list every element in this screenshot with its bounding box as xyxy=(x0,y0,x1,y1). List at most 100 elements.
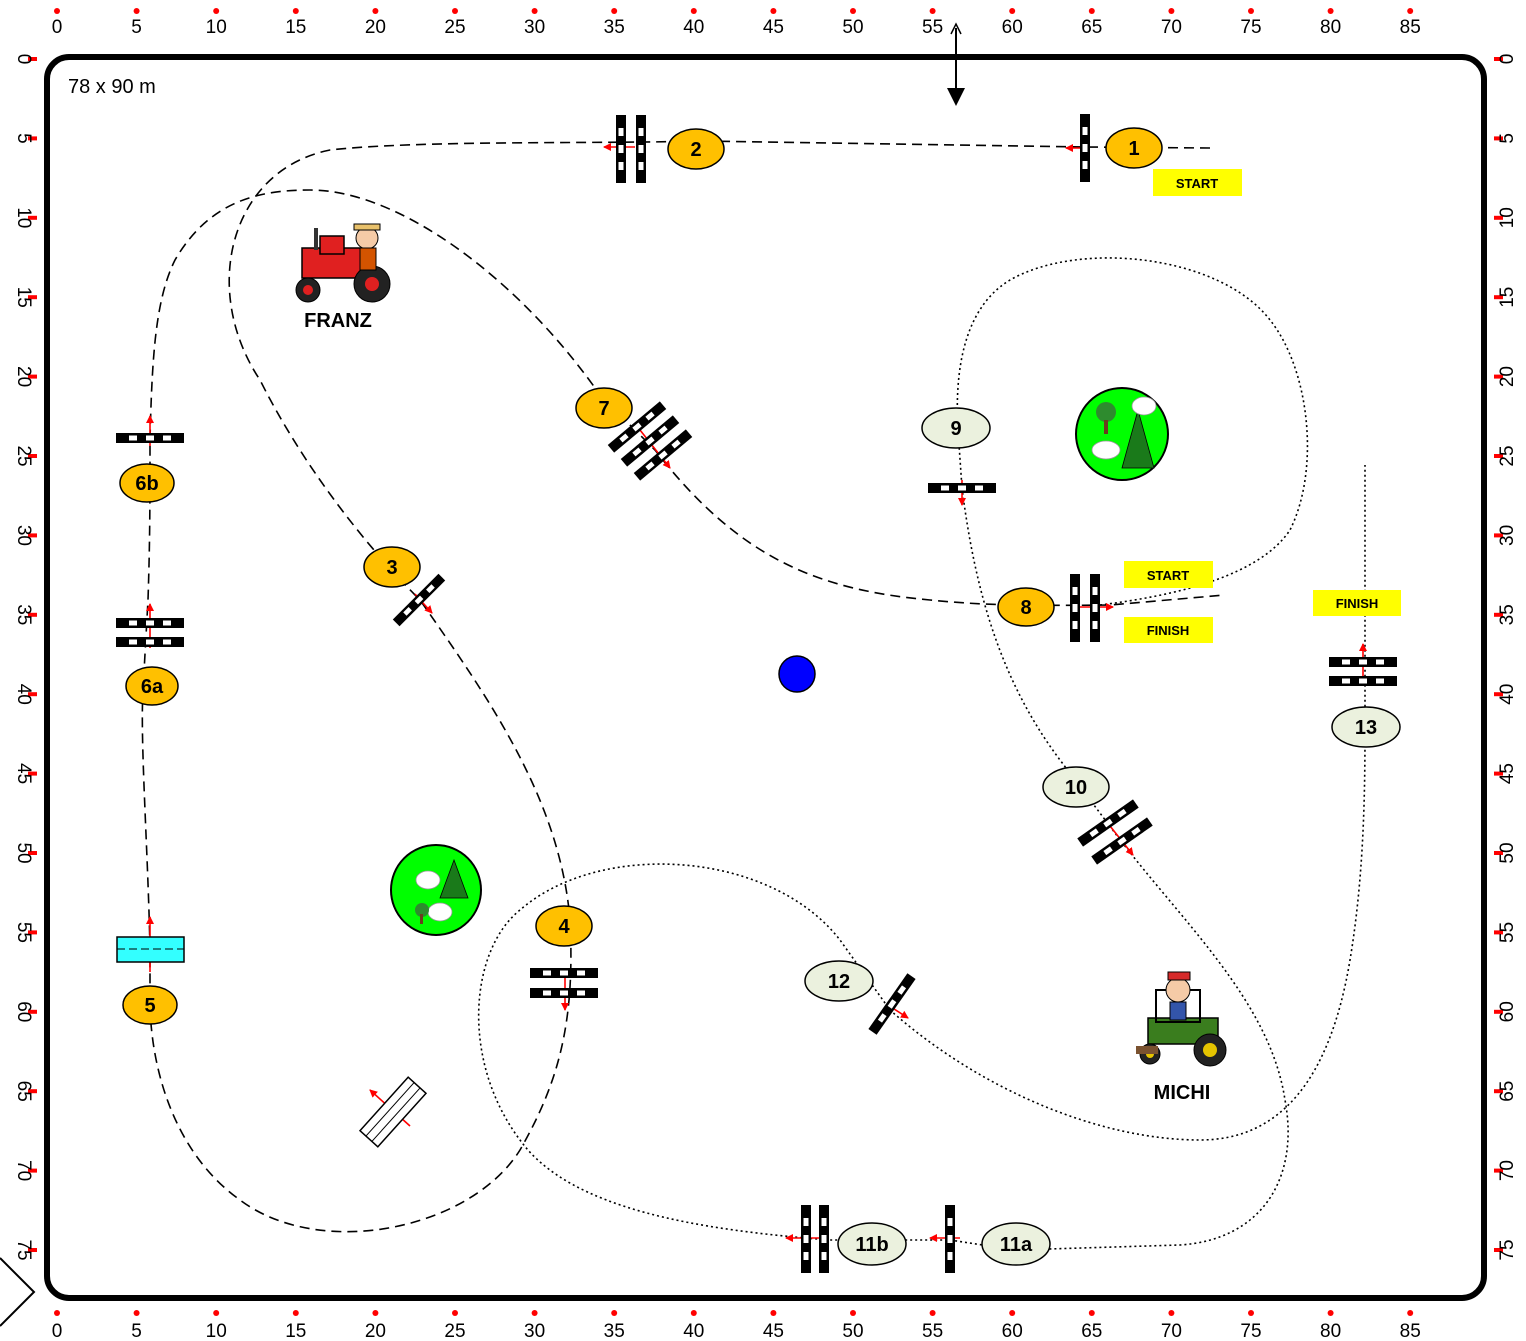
ruler-tick: 5 xyxy=(131,1310,142,1341)
finish-tag-franz: FINISH xyxy=(1124,617,1213,643)
ruler-tick-label: 70 xyxy=(1161,17,1182,38)
ruler-tick: 65 xyxy=(1081,1310,1102,1341)
ruler-tick: 30 xyxy=(524,1310,545,1341)
ruler-tick: 35 xyxy=(604,8,625,38)
ruler-tick: 55 xyxy=(922,8,943,38)
ruler-tick-label: 40 xyxy=(683,1321,704,1341)
jump-1 xyxy=(1080,114,1090,182)
ruler-tick: 0 xyxy=(13,54,37,64)
ruler-tick-label: 35 xyxy=(1497,604,1518,625)
ruler-tick-label: 15 xyxy=(285,17,306,38)
ruler-tick-label: 60 xyxy=(1497,1001,1518,1022)
ruler-tick: 0 xyxy=(1494,54,1518,64)
ruler-tick: 45 xyxy=(13,763,37,784)
obstacle-label: 13 xyxy=(1355,717,1377,739)
obstacle-marker-11a: 11a xyxy=(981,1222,1051,1266)
ruler-tick-label: 40 xyxy=(683,17,704,38)
ruler-tick-label: 15 xyxy=(13,287,34,308)
ruler-tick: 45 xyxy=(1494,763,1518,784)
ruler-tick: 35 xyxy=(1494,604,1518,625)
ruler-tick: 65 xyxy=(1081,8,1102,38)
ruler-tick-label: 20 xyxy=(1497,366,1518,387)
ruler-tick-label: 70 xyxy=(1497,1160,1518,1181)
ruler-tick: 20 xyxy=(13,366,37,387)
ruler-tick-label: 0 xyxy=(52,17,63,38)
ruler-tick: 50 xyxy=(842,1310,864,1341)
ruler-tick: 10 xyxy=(1494,207,1518,228)
ruler-tick-label: 50 xyxy=(1497,842,1518,863)
jump-11a xyxy=(945,1205,955,1273)
ruler-tick: 60 xyxy=(1002,1310,1023,1341)
ruler-tick: 30 xyxy=(524,8,545,38)
ruler-tick: 70 xyxy=(1161,8,1182,38)
start-tag-michi: START xyxy=(1124,561,1213,588)
ruler-tick-label: 45 xyxy=(1497,763,1518,784)
ruler-tick-label: 65 xyxy=(13,1081,34,1102)
ruler-tick-label: 65 xyxy=(1081,1321,1102,1341)
driver-name-franz: FRANZ xyxy=(304,310,372,332)
ruler-tick-label: 25 xyxy=(444,17,465,38)
jump-9 xyxy=(928,483,996,493)
ruler-tick: 60 xyxy=(1002,8,1023,38)
obstacle-label: 11a xyxy=(1000,1234,1033,1256)
ruler-tick-label: 35 xyxy=(604,17,625,38)
obstacle-marker-10: 10 xyxy=(1042,766,1110,808)
ruler-tick: 50 xyxy=(842,8,864,38)
ruler-tick-label: 15 xyxy=(1497,287,1518,308)
red-tractor-icon xyxy=(295,223,391,303)
ruler-tick: 35 xyxy=(13,604,37,625)
svg-text:FINISH: FINISH xyxy=(1336,596,1379,611)
obstacle-marker-7: 7 xyxy=(575,387,633,429)
ruler-tick-label: 55 xyxy=(922,17,943,38)
ruler-tick: 60 xyxy=(1494,1001,1518,1022)
ruler-tick-label: 40 xyxy=(13,684,34,705)
obstacle-label: 6b xyxy=(135,473,158,495)
ruler-tick-label: 10 xyxy=(206,17,227,38)
jump-6b xyxy=(116,433,184,443)
ruler-tick: 20 xyxy=(1494,366,1518,387)
ruler-tick: 75 xyxy=(1494,1239,1518,1261)
green-tractor-icon xyxy=(1136,971,1227,1067)
ruler-tick: 75 xyxy=(13,1239,37,1261)
ruler-tick: 5 xyxy=(131,8,142,38)
obstacle-marker-6a: 6a xyxy=(125,666,179,706)
ruler-tick: 70 xyxy=(13,1160,37,1181)
ruler-tick-label: 5 xyxy=(1497,133,1518,144)
ruler-tick: 40 xyxy=(683,8,704,38)
obstacle-marker-11b: 11b xyxy=(837,1222,907,1266)
obstacle-marker-3: 3 xyxy=(363,546,421,588)
ruler-tick-label: 75 xyxy=(13,1239,34,1260)
driver-name-michi: MICHI xyxy=(1154,1082,1211,1104)
ruler-tick: 55 xyxy=(13,922,37,943)
ruler-tick-label: 60 xyxy=(13,1001,34,1022)
obstacle-label: 6a xyxy=(141,676,164,698)
ruler-tick: 35 xyxy=(604,1310,625,1341)
ruler-tick-label: 0 xyxy=(52,1321,63,1341)
ruler-tick: 45 xyxy=(763,1310,784,1341)
ruler-tick-label: 80 xyxy=(1320,1321,1341,1341)
ruler-tick: 20 xyxy=(365,8,386,38)
ruler-tick-label: 60 xyxy=(1002,1321,1023,1341)
ruler-tick-label: 50 xyxy=(842,17,863,38)
ruler-tick-label: 80 xyxy=(1320,17,1341,38)
obstacle-label: 3 xyxy=(386,557,397,579)
entrance-arrow xyxy=(947,22,965,106)
ruler-tick-label: 15 xyxy=(285,1321,306,1341)
jump-5-water xyxy=(116,936,185,963)
obstacle-label: 2 xyxy=(690,139,701,161)
ruler-tick: 30 xyxy=(1494,525,1518,546)
obstacle-label: 9 xyxy=(950,418,961,440)
ruler-tick-label: 55 xyxy=(1497,922,1518,943)
ruler-tick-label: 10 xyxy=(206,1321,227,1341)
ruler-tick-label: 45 xyxy=(763,1321,784,1341)
obstacle-marker-8: 8 xyxy=(997,587,1055,627)
ruler-tick-label: 20 xyxy=(365,17,386,38)
ruler-tick: 10 xyxy=(206,1310,227,1341)
obstacle-marker-2: 2 xyxy=(667,128,725,170)
obstacle-label: 7 xyxy=(598,398,609,420)
ruler-tick: 55 xyxy=(922,1310,943,1341)
obstacle-marker-4: 4 xyxy=(535,905,593,947)
ruler-tick: 85 xyxy=(1400,1310,1421,1341)
